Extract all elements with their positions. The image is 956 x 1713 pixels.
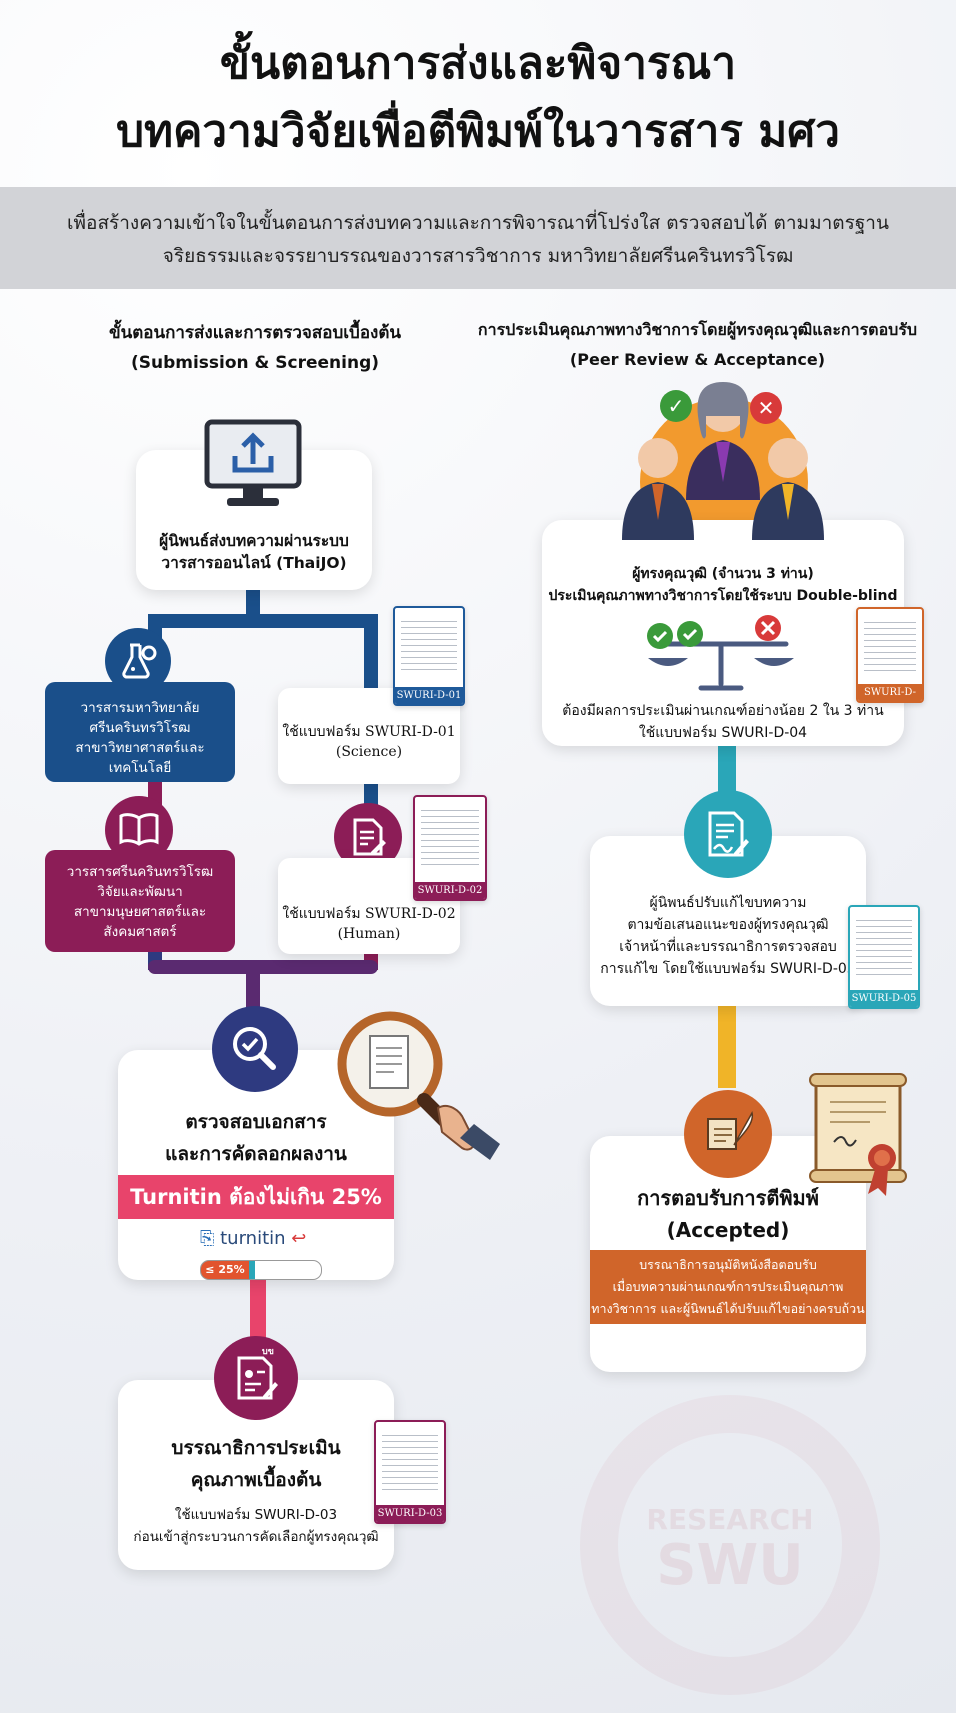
three-reviewers-icon	[612, 380, 834, 550]
subtitle-line-2: จริยธรรมและจรรยาบรรณของวารสารวิชาการ มหา…	[162, 245, 794, 267]
science-journal-box: วารสารมหาวิทยาลัย ศรีนครินทรวิโรฒ สาขาวิ…	[45, 682, 235, 782]
subtitle-line-1: เพื่อสร้างความเข้าใจในขั้นตอนการส่งบทควา…	[67, 212, 889, 234]
pipe	[148, 614, 378, 628]
right-column-heading: การประเมินคุณภาพทางวิชาการโดยผู้ทรงคุณวุ…	[477, 320, 918, 369]
subtitle-band	[0, 187, 956, 289]
turnitin-banner: Turnitin ต้องไม่เกิน 25%	[118, 1175, 394, 1219]
acceptance-title: การตอบรับการตีพิมพ์ (Accepted)	[637, 1186, 819, 1242]
form-d04-document-icon: SWURI-D-04	[856, 607, 924, 703]
editor-screening-text: ใช้แบบฟอร์ม SWURI-D-03 ก่อนเข้าสู่กระบวน…	[133, 1507, 379, 1545]
turnitin-logo: ⎘ turnitin ↩	[200, 1228, 307, 1249]
similarity-bar-label: ≤ 25%	[201, 1261, 249, 1279]
revision-text: ผู้นิพนธ์ปรับแก้ไขบทความ ตามข้อเสนอแนะขอ…	[600, 895, 856, 977]
pipe	[148, 960, 378, 974]
hand-magnifier-icon	[330, 1008, 506, 1178]
research-swu-watermark: RESEARCH SWU	[580, 1395, 880, 1695]
balance-scale-icon	[646, 614, 796, 698]
magnifier-check-icon	[212, 1006, 298, 1092]
pipe	[718, 1000, 736, 1088]
computer-upload-icon	[203, 418, 303, 514]
page-subtitle: เพื่อสร้างความเข้าใจในขั้นตอนการส่งบทควา…	[20, 207, 936, 273]
left-column-heading: ขั้นตอนการส่งและการตรวจสอบเบื้องต้น (Sub…	[108, 323, 402, 373]
pipe	[250, 1270, 266, 1340]
peer-review-criteria: ต้องมีผลการประเมินผ่านเกณฑ์อย่างน้อย 2 ใ…	[562, 703, 884, 741]
cross-mark-icon: ✕	[750, 392, 782, 424]
check-mark-icon: ✓	[660, 390, 692, 422]
form-d05-document-icon: SWURI-D-05	[848, 905, 920, 1009]
peer-review-title: ผู้ทรงคุณวุฒิ (จำนวน 3 ท่าน) ประเมินคุณภ…	[548, 566, 898, 604]
title-line-2: บทความวิจัยเพื่อตีพิมพ์ในวารสาร มศว	[116, 106, 840, 157]
editor-icon-label: บข	[262, 1347, 274, 1357]
peer-review-card	[542, 520, 904, 746]
acceptance-band: บรรณาธิการอนุมัติหนังสือตอบรับ เมื่อบทคว…	[590, 1250, 866, 1324]
submission-text: ผู้นิพนธ์ส่งบทความผ่านระบบ วารสารออนไลน์…	[159, 532, 349, 572]
pipe	[246, 588, 260, 618]
document-signature-icon	[684, 790, 772, 878]
certificate-seal-icon	[806, 1072, 910, 1198]
pipe	[246, 960, 260, 1020]
pipe	[364, 780, 378, 810]
form-d02-document-icon: SWURI-D-02	[413, 795, 487, 901]
editor-screening-title: บรรณาธิการประเมิน คุณภาพเบื้องต้น	[171, 1437, 341, 1491]
page-title: ขั้นตอนการส่งและพิจารณา บทความวิจัยเพื่อ…	[0, 30, 956, 166]
human-journal-box: วารสารศรีนครินทรวิโรฒ วิจัยและพัฒนา สาขา…	[45, 850, 235, 952]
title-line-1: ขั้นตอนการส่งและพิจารณา	[219, 38, 737, 89]
editor-document-icon	[214, 1336, 298, 1420]
plagiarism-check-title: ตรวจสอบเอกสาร และการคัดลอกผลงาน	[165, 1111, 347, 1165]
similarity-bar: ≤ 25%	[200, 1260, 322, 1280]
scroll-quill-icon	[684, 1090, 772, 1178]
form-d03-document-icon: SWURI-D-03	[374, 1420, 446, 1524]
form-d01-document-icon: SWURI-D-01	[393, 606, 465, 706]
turnitin-logo-icon: ⎘	[200, 1228, 221, 1249]
